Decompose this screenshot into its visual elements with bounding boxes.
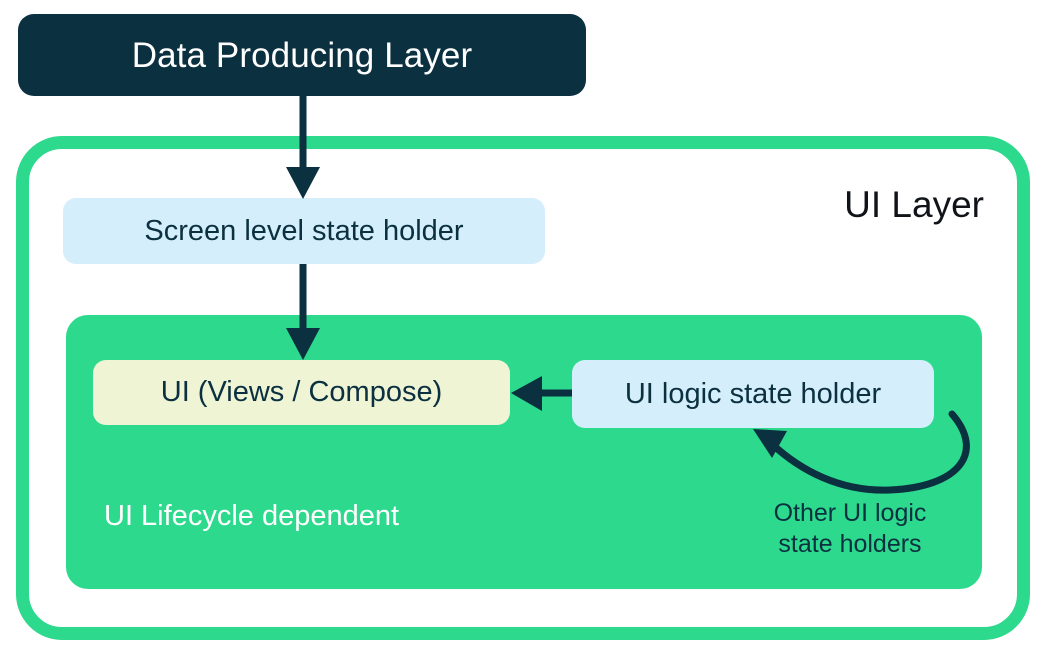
ui-views-compose-label: UI (Views / Compose) bbox=[160, 376, 443, 408]
ui-layer-container bbox=[16, 136, 1030, 640]
other-ui-logic-state-holders-line1: Other UI logic bbox=[773, 499, 927, 527]
ui-logic-state-holder-label: UI logic state holder bbox=[624, 377, 882, 410]
ui-layer-title: UI Layer bbox=[844, 184, 984, 225]
ui-views-compose-box: UI (Views / Compose) bbox=[93, 360, 510, 425]
ui-logic-state-holder-box: UI logic state holder bbox=[572, 360, 934, 428]
other-ui-logic-state-holders-caption: Other UI logic state holders bbox=[745, 498, 955, 561]
data-producing-layer-box: Data Producing Layer bbox=[18, 14, 586, 96]
data-producing-layer-label: Data Producing Layer bbox=[131, 35, 473, 75]
ui-lifecycle-dependent-label: UI Lifecycle dependent bbox=[104, 500, 400, 532]
screen-level-state-holder-box: Screen level state holder bbox=[63, 198, 545, 264]
other-ui-logic-state-holders-line2: state holders bbox=[778, 530, 922, 559]
screen-level-state-holder-label: Screen level state holder bbox=[144, 214, 464, 247]
